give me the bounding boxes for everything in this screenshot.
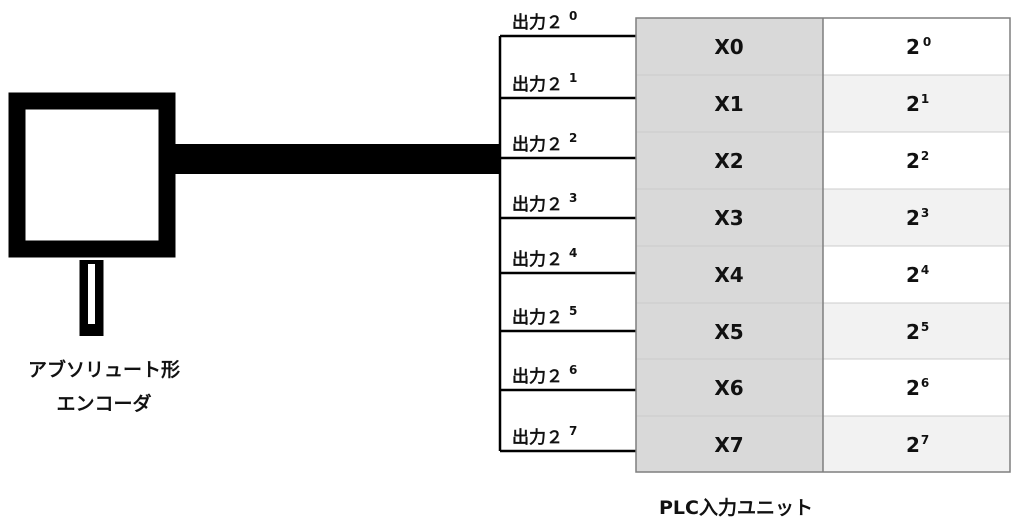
- value-row-bg: [823, 303, 1010, 359]
- value-row-bg: [823, 18, 1010, 75]
- plc-unit-caption: PLC入力ユニット: [659, 496, 813, 519]
- value-cell: 27: [906, 433, 929, 457]
- value-row-bg: [823, 75, 1010, 132]
- address-cell: X2: [714, 149, 743, 173]
- value-row-bg: [823, 189, 1010, 246]
- address-cell: X1: [714, 92, 743, 116]
- address-column: [636, 18, 823, 472]
- address-cell: X7: [714, 433, 743, 457]
- address-cell: X6: [714, 376, 743, 400]
- encoder-housing: [8, 92, 176, 258]
- address-cell: X3: [714, 206, 743, 230]
- value-row-bg: [823, 246, 1010, 303]
- value-cell: 23: [906, 206, 929, 230]
- value-row-bg: [823, 132, 1010, 189]
- value-row-bg: [823, 416, 1010, 472]
- value-cell: 25: [906, 320, 929, 344]
- absolute-encoder: [8, 92, 176, 336]
- encoder-caption-line2: エンコーダ: [56, 392, 151, 415]
- value-row-bg: [823, 359, 1010, 416]
- encoder-shaft-slot: [88, 264, 95, 324]
- value-cell: 26: [906, 376, 929, 400]
- address-cells: X0 X1 X2 X3 X4 X5 X6 X7: [714, 35, 743, 457]
- address-cell: X4: [714, 263, 743, 287]
- value-cell: 22: [906, 149, 929, 173]
- address-cell: X0: [714, 35, 743, 59]
- value-cell: 21: [906, 92, 929, 116]
- encoder-caption-line1: アブソリュート形: [28, 358, 180, 381]
- address-cell: X5: [714, 320, 743, 344]
- value-cell: 24: [906, 263, 929, 287]
- encoder-cable: [175, 144, 501, 174]
